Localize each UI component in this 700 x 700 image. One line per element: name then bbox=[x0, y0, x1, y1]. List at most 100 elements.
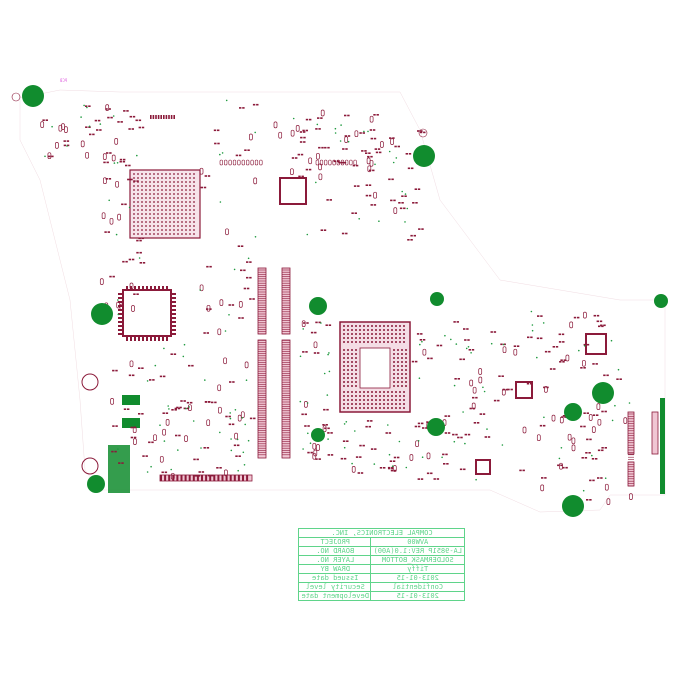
cpu-ball bbox=[351, 341, 353, 343]
smd-pad bbox=[562, 341, 565, 343]
smd-pad bbox=[124, 203, 127, 206]
smd-pad bbox=[453, 321, 456, 323]
cpu-ball bbox=[343, 341, 345, 343]
smd-pad bbox=[162, 412, 165, 414]
qfp-pin bbox=[130, 286, 132, 291]
smd-pad-outline bbox=[58, 124, 63, 132]
header-pin bbox=[221, 475, 224, 481]
via bbox=[306, 402, 309, 404]
smd-pad bbox=[619, 378, 622, 380]
bga-ball bbox=[173, 225, 175, 227]
cpu-ball bbox=[343, 361, 345, 363]
smd-pad bbox=[127, 408, 130, 410]
cpu-ball bbox=[379, 333, 381, 335]
smd-pad bbox=[239, 107, 242, 109]
cpu-ball bbox=[387, 333, 389, 335]
via bbox=[453, 384, 456, 387]
bga-ball bbox=[141, 233, 143, 235]
smd-pad bbox=[368, 152, 371, 154]
bga-ball bbox=[177, 197, 179, 199]
cpu-ball bbox=[375, 341, 377, 343]
smd-pad-outline bbox=[249, 133, 253, 141]
smd-pad bbox=[243, 269, 246, 272]
smd-pad bbox=[516, 345, 520, 347]
smd-pad bbox=[497, 399, 500, 402]
bga-ball bbox=[161, 173, 163, 175]
smd-pad bbox=[132, 374, 135, 377]
header-pin bbox=[157, 115, 160, 119]
smd-pad bbox=[541, 477, 544, 479]
bga-ball bbox=[157, 189, 159, 191]
via bbox=[247, 439, 250, 442]
title-block-row: Issued date 2013-01-15 bbox=[298, 573, 465, 583]
bga-ball bbox=[193, 229, 195, 231]
bga-ball bbox=[157, 217, 159, 219]
row-value-draw-by: Tiffy bbox=[370, 564, 465, 574]
smd-pad-outline bbox=[47, 152, 52, 160]
cpu-ball bbox=[347, 395, 349, 397]
cpu-ball bbox=[347, 333, 349, 335]
via bbox=[388, 150, 391, 153]
bga-ball bbox=[161, 225, 163, 227]
smd-pad-outline bbox=[380, 141, 384, 148]
via bbox=[482, 386, 484, 389]
smd-pad bbox=[326, 408, 329, 411]
via bbox=[628, 402, 631, 404]
smd-pad bbox=[601, 449, 604, 452]
smd-pad bbox=[246, 276, 249, 279]
smd-pad bbox=[580, 425, 583, 428]
smd-pad bbox=[238, 455, 241, 457]
smd-pad-outline bbox=[153, 434, 157, 442]
header-pin bbox=[168, 475, 171, 481]
smd-pad bbox=[365, 425, 368, 428]
row-value-security-level: Confidential bbox=[370, 582, 465, 592]
smd-pad bbox=[379, 467, 383, 469]
cpu-ball bbox=[401, 373, 403, 375]
header-pin bbox=[225, 475, 228, 481]
smd-pad bbox=[404, 195, 407, 197]
smd-pad-outline bbox=[188, 404, 192, 412]
bga-ball bbox=[193, 209, 195, 211]
smd-pad-outline bbox=[244, 361, 249, 369]
smd-pad bbox=[180, 400, 183, 402]
smd-pad bbox=[115, 369, 118, 372]
bga-ball bbox=[145, 189, 147, 191]
bga-ball bbox=[153, 181, 155, 183]
cpu-ball bbox=[367, 399, 369, 401]
bga-ball bbox=[157, 221, 159, 223]
bga-ball bbox=[193, 225, 195, 227]
smd-pad bbox=[595, 458, 598, 460]
smd-pad bbox=[114, 450, 117, 453]
bga-ball bbox=[137, 233, 139, 235]
smd-pad-outline bbox=[101, 212, 106, 220]
via bbox=[199, 289, 201, 291]
smd-pad bbox=[391, 178, 394, 181]
smd-pad bbox=[142, 455, 145, 457]
mounting-hole bbox=[22, 85, 44, 107]
cpu-ball bbox=[363, 395, 365, 397]
smd-pad bbox=[303, 322, 306, 324]
smd-pad bbox=[161, 471, 164, 474]
bga-ball bbox=[165, 201, 167, 203]
smd-pad bbox=[309, 118, 312, 121]
smd-pad-outline bbox=[295, 125, 300, 132]
row-value-issued-date: 2013-01-15 bbox=[370, 573, 465, 583]
smd-pad bbox=[139, 262, 142, 264]
mounting-hole bbox=[564, 403, 582, 421]
smd-pad-outline bbox=[320, 109, 325, 117]
bga-ball bbox=[181, 233, 183, 235]
smd-pad bbox=[200, 186, 203, 189]
cpu-ball bbox=[391, 403, 393, 405]
bga-ball bbox=[185, 205, 187, 207]
bga-ball bbox=[181, 177, 183, 179]
cpu-ball bbox=[371, 341, 373, 343]
smd-pad bbox=[343, 457, 347, 460]
smd-pad bbox=[344, 135, 347, 137]
via bbox=[363, 130, 365, 133]
smd-pad bbox=[369, 129, 373, 131]
smd-pad bbox=[148, 441, 151, 444]
cpu-ball bbox=[383, 333, 385, 335]
smd-pad bbox=[173, 353, 177, 355]
smd-pad bbox=[360, 472, 364, 474]
smd-pad bbox=[368, 184, 372, 186]
